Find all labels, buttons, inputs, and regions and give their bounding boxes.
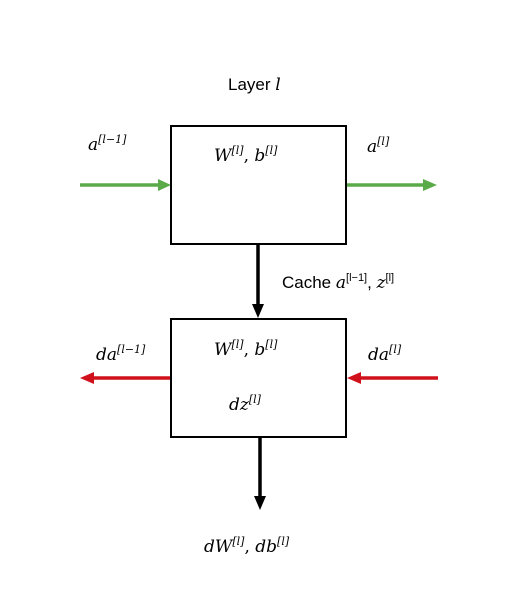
backward-output-arrowhead xyxy=(80,372,94,384)
layer-title: Layer l xyxy=(228,75,281,95)
forward-input-arrowhead xyxy=(158,179,171,191)
forward-input-label: a[l−1] xyxy=(88,133,127,155)
gradients-arrowhead xyxy=(254,496,266,510)
cache-arrowhead xyxy=(252,304,264,318)
backward-dz-label: dz[l] xyxy=(229,393,261,415)
gradients-label: dW[l], db[l] xyxy=(204,535,290,557)
backward-params-label: W[l], b[l] xyxy=(214,338,278,360)
backward-input-arrowhead xyxy=(347,372,361,384)
backward-output-label: da[l−1] xyxy=(96,343,146,365)
forward-output-arrowhead xyxy=(423,179,437,191)
forward-output-label: a[l] xyxy=(367,135,390,157)
backward-input-label: da[l] xyxy=(368,343,402,365)
forward-params-label: W[l], b[l] xyxy=(214,144,278,166)
backward-layer-box xyxy=(170,318,347,438)
layer-title-var: l xyxy=(275,75,281,95)
cache-label: Cache a[l−1], z[l] xyxy=(282,272,395,294)
forward-layer-box xyxy=(170,125,347,245)
